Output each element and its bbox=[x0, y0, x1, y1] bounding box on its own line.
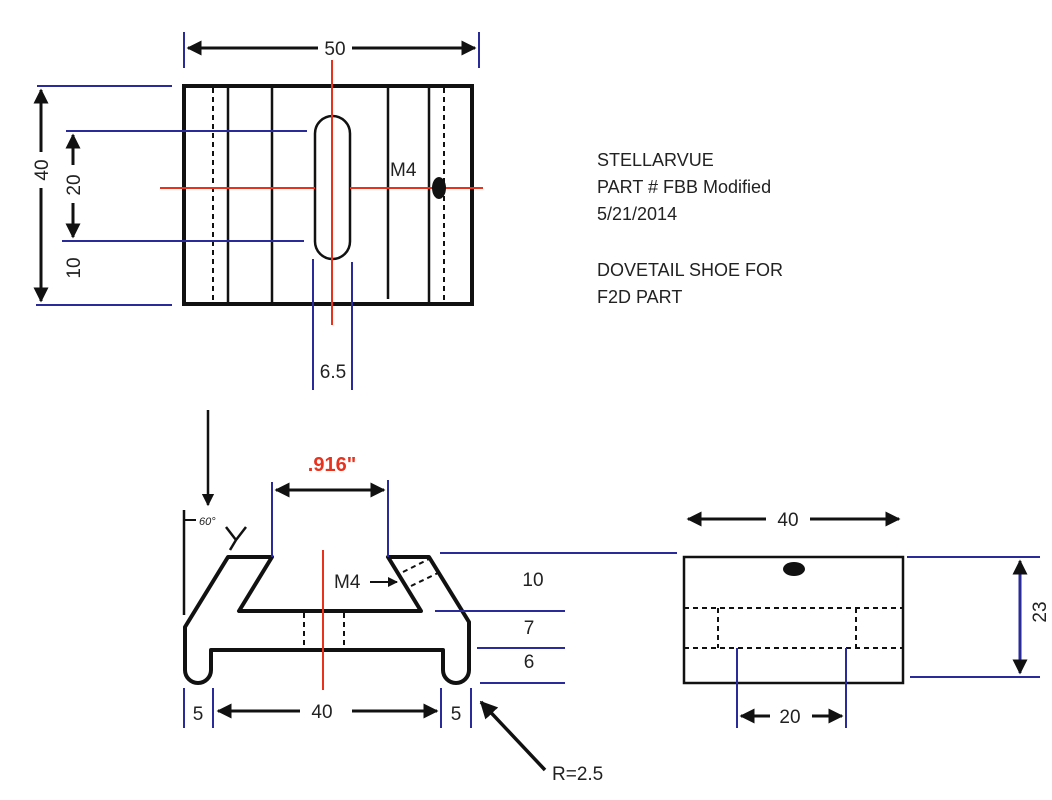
part-number: PART # FBB Modified bbox=[597, 177, 771, 197]
radius-label: R=2.5 bbox=[552, 764, 603, 785]
front-view: M4 .916" 60° 10 7 6 5 5 40 R=2.5 bbox=[182, 410, 677, 785]
slot-width-label: 6.5 bbox=[320, 362, 346, 383]
m4-label-front: M4 bbox=[334, 572, 361, 593]
slot-offset-label: 10 bbox=[64, 257, 85, 278]
side-width-label: 40 bbox=[777, 510, 798, 531]
top-view: M4 50 40 20 10 6.5 bbox=[32, 32, 483, 390]
description-line-1: DOVETAIL SHOE FOR bbox=[597, 260, 783, 280]
angle-label: 60° bbox=[199, 516, 216, 528]
width-dim-label: 50 bbox=[324, 39, 345, 60]
height-7-label: 7 bbox=[524, 618, 535, 639]
side-view-outline bbox=[682, 555, 905, 685]
m4-label: M4 bbox=[390, 160, 417, 181]
lip-right-label: 5 bbox=[451, 704, 462, 725]
side-slot-label: 20 bbox=[779, 707, 800, 728]
height-10-label: 10 bbox=[522, 570, 543, 591]
description-line-2: F2D PART bbox=[597, 287, 682, 307]
company-name: STELLARVUE bbox=[597, 150, 714, 170]
dovetail-profile bbox=[183, 555, 471, 685]
date: 5/21/2014 bbox=[597, 204, 677, 224]
side-view: 40 23 20 bbox=[682, 510, 1051, 728]
m4-hole bbox=[432, 177, 446, 199]
height-6-label: 6 bbox=[524, 652, 535, 673]
top-view-outline bbox=[182, 84, 474, 306]
title-block: STELLARVUE PART # FBB Modified 5/21/2014… bbox=[597, 150, 783, 307]
m4-hole-side bbox=[783, 562, 805, 576]
dovetail-width-label: .916" bbox=[308, 454, 356, 476]
side-height-label: 23 bbox=[1030, 601, 1051, 622]
height-dim-label: 40 bbox=[32, 159, 53, 180]
angle-mark-icon bbox=[225, 526, 247, 551]
base-width-label: 40 bbox=[311, 702, 332, 723]
lip-left-label: 5 bbox=[193, 704, 204, 725]
slot-length-label: 20 bbox=[64, 174, 85, 195]
